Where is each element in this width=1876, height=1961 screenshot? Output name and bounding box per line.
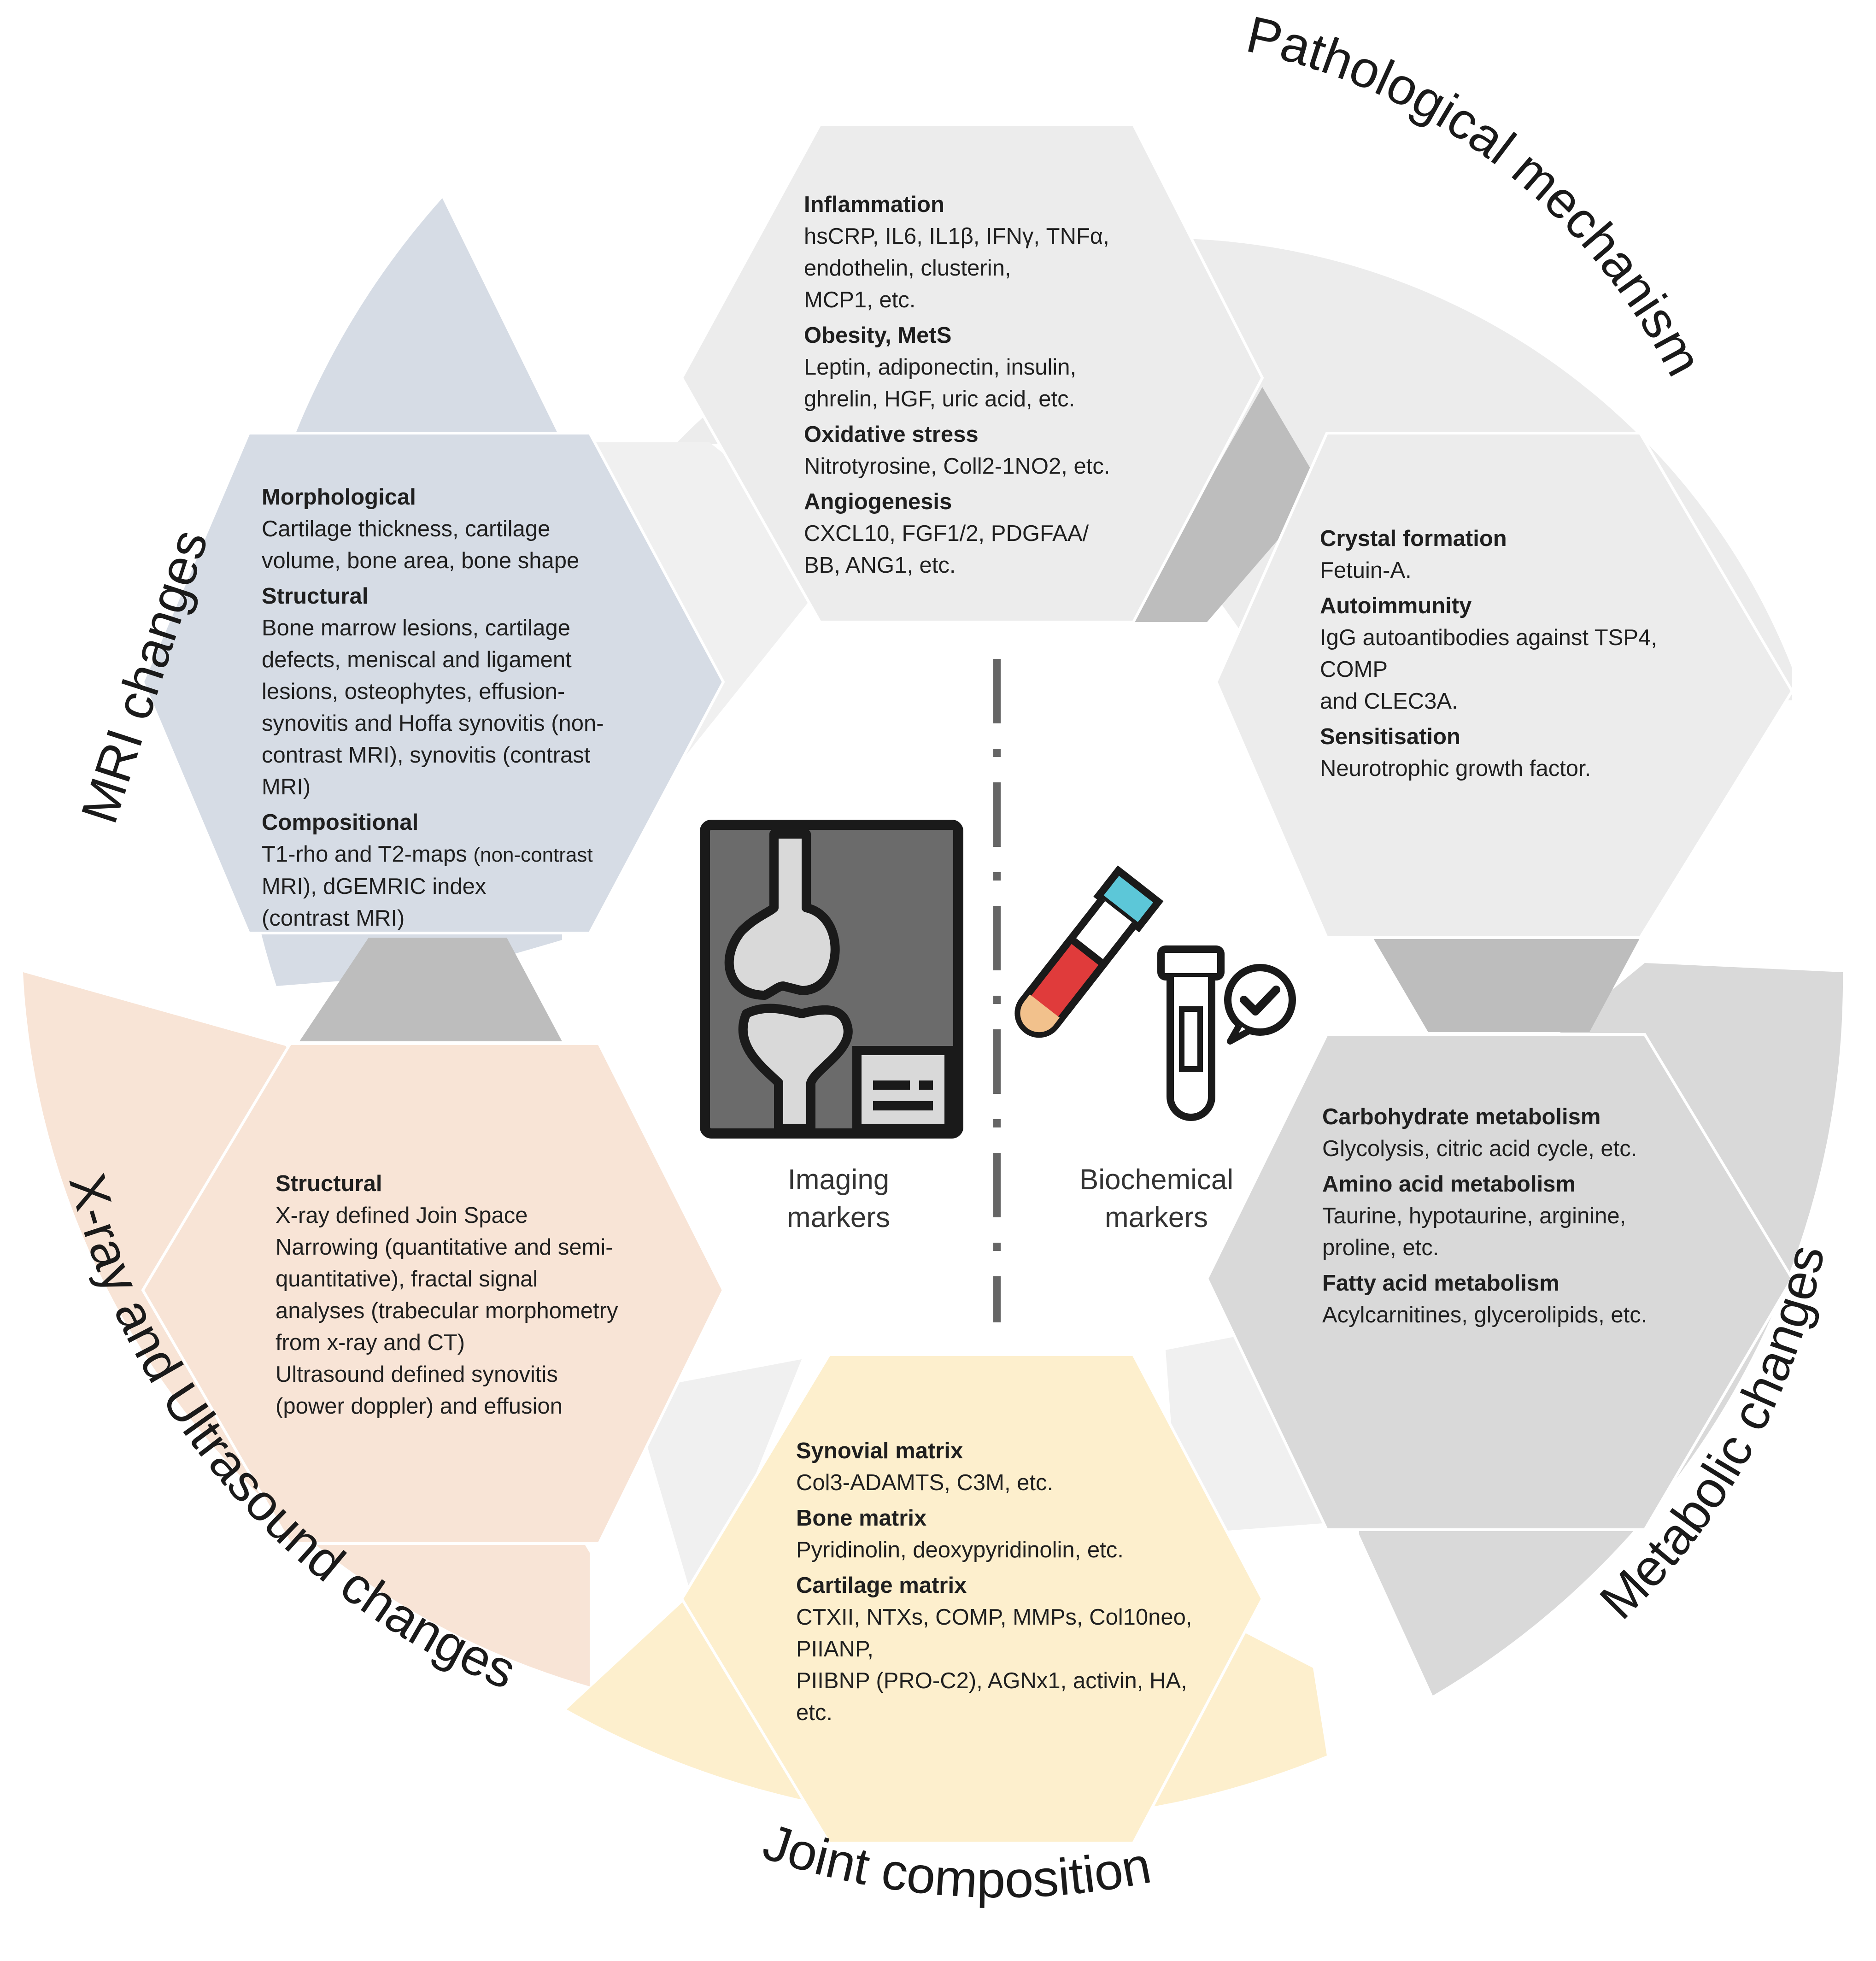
- heading-compositional: Compositional: [262, 810, 419, 835]
- text-fatty-acid: Acylcarnitines, glycerolipids, etc.: [1322, 1303, 1647, 1327]
- hex-pathological-top: [680, 123, 1264, 623]
- biochemical-markers-label: Biochemical markers: [1079, 1164, 1234, 1233]
- heading-angiogenesis: Angiogenesis: [804, 489, 952, 514]
- text-compositional-noncontrast: (non-contrast: [473, 844, 593, 866]
- connector-dark-right: [1373, 938, 1640, 1032]
- text-obesity: Leptin, adiponectin, insulin, ghrelin, H…: [804, 355, 1077, 411]
- heading-autoimmunity: Autoimmunity: [1320, 593, 1472, 618]
- heading-sensitisation: Sensitisation: [1320, 724, 1460, 749]
- hex-joint: [680, 1353, 1264, 1844]
- connector-dark-center-top: [1129, 387, 1322, 622]
- text-bone-matrix: Pyridinolin, deoxypyridinolin, etc.: [796, 1538, 1124, 1562]
- text-inflammation: hsCRP, IL6, IL1β, IFNγ, TNFα, endothelin…: [804, 224, 1109, 312]
- panel-mri: Morphological Cartilage thickness, carti…: [262, 481, 639, 934]
- hex-mri: [141, 432, 725, 934]
- text-crystal: Fetuin-A.: [1320, 558, 1412, 583]
- blood-tube-icon: [1014, 865, 1164, 1038]
- text-compositional-line1: T1-rho and T2-maps (non-contrast: [262, 839, 639, 871]
- text-angiogenesis: CXCL10, FGF1/2, PDGFAA/ BB, ANG1, etc.: [804, 521, 1089, 578]
- text-autoimmunity: IgG autoantibodies against TSP4, COMP an…: [1320, 625, 1657, 714]
- text-structural-mri: Bone marrow lesions, cartilage defects, …: [262, 616, 604, 799]
- imaging-markers-label: Imaging markers: [787, 1164, 890, 1233]
- heading-crystal: Crystal formation: [1320, 526, 1507, 551]
- text-compositional-maps: T1-rho and T2-maps: [262, 842, 467, 867]
- text-compositional-line2: MRI), dGEMRIC index (contrast MRI): [262, 874, 487, 931]
- text-carbohydrate: Glycolysis, citric acid cycle, etc.: [1322, 1136, 1637, 1161]
- sample-tube-icon: [1157, 945, 1225, 1121]
- text-morphological: Cartilage thickness, cartilage volume, b…: [262, 517, 580, 573]
- heading-carbohydrate: Carbohydrate metabolism: [1322, 1104, 1601, 1129]
- hex-xray: [141, 1042, 725, 1545]
- heading-obesity: Obesity, MetS: [804, 323, 952, 348]
- panel-metabolic: Carbohydrate metabolism Glycolysis, citr…: [1322, 1101, 1718, 1331]
- heading-synovial: Synovial matrix: [796, 1438, 963, 1463]
- heading-morphological: Morphological: [262, 485, 416, 510]
- text-structural-xray: X-ray defined Join Space Narrowing (quan…: [276, 1203, 618, 1419]
- knee-xray-icon: [700, 820, 963, 1139]
- heading-oxidative: Oxidative stress: [804, 422, 979, 447]
- text-cartilage-matrix: CTXII, NTXs, COMP, MMPs, Col10neo, PIIAN…: [796, 1605, 1192, 1725]
- text-synovial: Col3-ADAMTS, C3M, etc.: [796, 1470, 1054, 1495]
- heading-structural-mri: Structural: [262, 584, 369, 609]
- panel-pathological-right: Crystal formation Fetuin-A. Autoimmunity…: [1320, 523, 1702, 785]
- heading-inflammation: Inflammation: [804, 192, 944, 217]
- check-bubble-icon: [1224, 964, 1296, 1045]
- heading-fatty-acid: Fatty acid metabolism: [1322, 1271, 1559, 1296]
- panel-joint: Synovial matrix Col3-ADAMTS, C3M, etc. B…: [796, 1435, 1238, 1729]
- hex-pathological-right: [1214, 432, 1794, 939]
- text-sensitisation: Neurotrophic growth factor.: [1320, 756, 1591, 781]
- connector-light-bottom-left: [631, 1359, 802, 1594]
- text-oxidative: Nitrotyrosine, Coll2-1NO2, etc.: [804, 454, 1110, 479]
- panel-pathological-top: Inflammation hsCRP, IL6, IL1β, IFNγ, TNF…: [804, 189, 1182, 581]
- connector-dark-left: [299, 938, 562, 1041]
- text-amino-acid: Taurine, hypotaurine, arginine, proline,…: [1322, 1204, 1626, 1260]
- heading-cartilage-matrix: Cartilage matrix: [796, 1573, 967, 1598]
- heading-amino-acid: Amino acid metabolism: [1322, 1172, 1576, 1197]
- hex-metabolic: [1205, 1033, 1794, 1531]
- heading-structural-xray: Structural: [276, 1171, 382, 1196]
- heading-bone-matrix: Bone matrix: [796, 1506, 927, 1531]
- panel-xray: Structural X-ray defined Join Space Narr…: [276, 1168, 667, 1422]
